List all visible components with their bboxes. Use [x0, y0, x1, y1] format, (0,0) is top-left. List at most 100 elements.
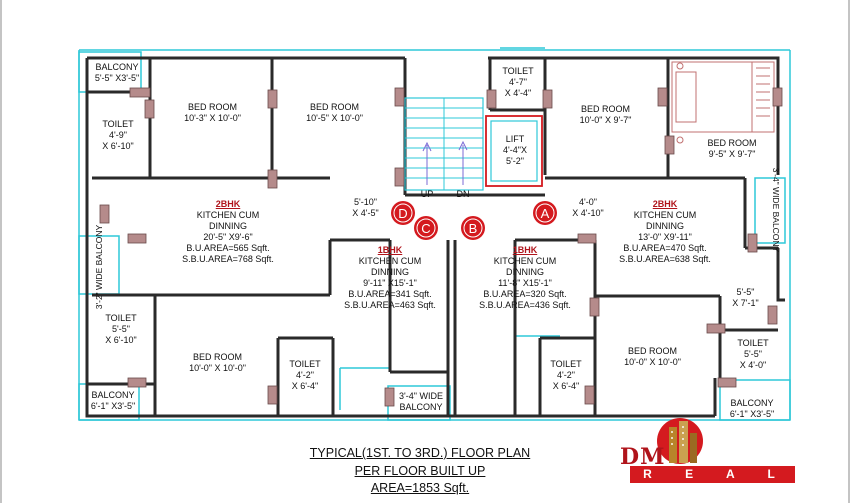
room-name: KITCHEN CUM	[196, 210, 260, 220]
balcony-bottom-right: BALCONY 6'-1" X3'-5"	[722, 398, 782, 420]
room-name: TOILET	[502, 66, 534, 76]
room-name: BALCONY	[95, 62, 139, 72]
room-name: BED ROOM	[192, 352, 242, 362]
room-dim-1: 4'-4"X	[503, 145, 527, 155]
bedroom-4: BED ROOM 9'-5" X 9'-7"	[692, 138, 772, 160]
lobby-right: 4'-0" X 4'-10"	[558, 197, 618, 219]
flat-a-info: 2BHK KITCHEN CUM DINNING 13'-0" X9'-11" …	[605, 199, 725, 265]
room-dim-1: 3'-4" WIDE	[399, 391, 443, 401]
room-name: LIFT	[505, 134, 525, 144]
room-name: TOILET	[102, 119, 134, 129]
room-dim-2: 5'-2"	[506, 156, 524, 166]
logo-bar	[630, 466, 795, 483]
room-name: BED ROOM	[309, 102, 359, 112]
bu-area: B.U.AREA=470 Sqft.	[623, 243, 707, 253]
logo-brand: DM	[620, 444, 666, 470]
room-dim-2: X 4'-5"	[352, 208, 379, 218]
room-dim-1: 4'-2"	[557, 370, 575, 380]
room-dim-1: 4'-9"	[109, 130, 127, 140]
room-dim-2: X 6'-4"	[291, 381, 319, 391]
room-dims: 6'-1" X3'-5"	[90, 401, 136, 411]
flat-d-info: 2BHK KITCHEN CUM DINNING 20'-5" X9'-6" B…	[168, 199, 288, 265]
room-name: BED ROOM	[187, 102, 237, 112]
room-dim-2: X 6'-4"	[552, 381, 580, 391]
toilet-top-center: TOILET 4'-7" X 4'-4"	[493, 66, 543, 99]
marker-c: C	[414, 216, 438, 240]
room-dim-2: X 4'-4"	[504, 88, 532, 98]
balcony-bottom-center: 3'-4" WIDE BALCONY	[394, 391, 448, 413]
balcony-bottom-left: BALCONY 6'-1" X3'-5"	[84, 390, 142, 412]
balcony-right-vertical: 3'-4" WIDE BALCONY	[771, 168, 781, 253]
bu-area: B.U.AREA=341 Sqft.	[348, 289, 432, 299]
room-dims: 13'-0" X9'-11"	[638, 232, 692, 242]
sbu-area: S.B.U.AREA=768 Sqft.	[182, 254, 274, 264]
marker-a-label: A	[541, 206, 550, 221]
room-name-2: DINNING	[209, 221, 247, 231]
logo-building-icon	[657, 418, 703, 464]
marker-d: D	[391, 201, 415, 225]
room-dim-1: 4'-2"	[296, 370, 314, 380]
room-dims: 11'-8" X15'-1"	[498, 278, 552, 288]
marker-d-label: D	[398, 206, 407, 221]
room-name: TOILET	[737, 338, 769, 348]
room-dims: 10'-3" X 10'-0"	[184, 113, 241, 123]
flat-type: 1BHK	[512, 245, 538, 255]
bedroom-1: BED ROOM 10'-3" X 10'-0"	[160, 102, 265, 124]
balcony-left-vertical: 3'-2" WIDE BALCONY	[94, 224, 104, 309]
plan-caption-1: TYPICAL(1ST. TO 3RD.) FLOOR PLAN	[309, 446, 531, 460]
room-dims: 10'-0" X 9'-7"	[579, 115, 632, 125]
stair-up-label: UP	[420, 189, 434, 199]
room-name: KITCHEN CUM	[493, 256, 557, 266]
room-dims: 20'-5" X9'-6"	[203, 232, 253, 242]
sbu-area: S.B.U.AREA=436 Sqft.	[479, 300, 571, 310]
room-name: BALCONY	[399, 402, 443, 412]
room-dim-1: 5'-5"	[736, 287, 755, 297]
balcony-top-left: BALCONY 5'-5" X3'-5"	[84, 62, 150, 84]
sbu-area: S.B.U.AREA=638 Sqft.	[619, 254, 711, 264]
room-name: BED ROOM	[627, 346, 677, 356]
room-dim-1: 4'-0"	[579, 197, 597, 207]
room-dim-1: 5'-5"	[744, 349, 762, 359]
bedroom-6: BED ROOM 10'-0" X 10'-0"	[600, 346, 705, 368]
room-dims: 9'-5" X 9'-7"	[708, 149, 756, 159]
logo-tagline: R E A L T Y	[643, 467, 790, 498]
walls	[85, 56, 785, 418]
room-dims: 5'-5" X3'-5"	[94, 73, 140, 83]
flat-type: 1BHK	[377, 245, 403, 255]
room-name: TOILET	[289, 359, 321, 369]
marker-b: B	[461, 216, 485, 240]
flat-b-info: 1BHK KITCHEN CUM DINNING 11'-8" X15'-1" …	[465, 245, 585, 311]
room-name: KITCHEN CUM	[633, 210, 697, 220]
room-dim-2: X 6'-10"	[102, 141, 134, 151]
room-dim-1: 4'-7"	[509, 77, 527, 87]
room-name: BALCONY	[730, 398, 774, 408]
stair-lift-block	[404, 97, 545, 197]
toilet-bottom-left: TOILET 4'-2" X 6'-4"	[280, 359, 330, 392]
marker-c-label: C	[421, 221, 430, 236]
room-dim-1: 5'-10"	[354, 197, 377, 207]
stair-down-label: DN	[456, 189, 470, 199]
toilet-right: TOILET 5'-5" X 4'-0"	[722, 338, 784, 371]
bedroom-5: BED ROOM 10'-0" X 10'-0"	[165, 352, 270, 374]
room-dim-2: X 4'-10"	[572, 208, 604, 218]
bu-area: B.U.AREA=320 Sqft.	[483, 289, 567, 299]
marker-a: A	[533, 201, 557, 225]
room-name: KITCHEN CUM	[358, 256, 422, 266]
flat-type: 2BHK	[652, 199, 678, 209]
room-dims: 9'-11" X15'-1"	[363, 278, 417, 288]
passage-right: 5'-5" X 7'-1"	[718, 287, 773, 309]
flat-type: 2BHK	[215, 199, 241, 209]
balcony-outlines	[78, 47, 791, 421]
flat-c-info: 1BHK KITCHEN CUM DINNING 9'-11" X15'-1" …	[330, 245, 450, 311]
lobby-left: 5'-10" X 4'-5"	[338, 197, 393, 219]
room-dims: 10'-0" X 10'-0"	[189, 363, 246, 373]
door-blocks	[99, 87, 783, 407]
room-dims: 10'-0" X 10'-0"	[624, 357, 681, 367]
marker-b-label: B	[469, 221, 478, 236]
room-name-2: DINNING	[506, 267, 544, 277]
room-dim-2: X 4'-0"	[739, 360, 767, 370]
room-dims: 10'-5" X 10'-0"	[306, 113, 363, 123]
plan-caption-2: PER FLOOR BUILT UP	[354, 464, 486, 478]
toilet-top-left: TOILET 4'-9" X 6'-10"	[88, 119, 148, 152]
